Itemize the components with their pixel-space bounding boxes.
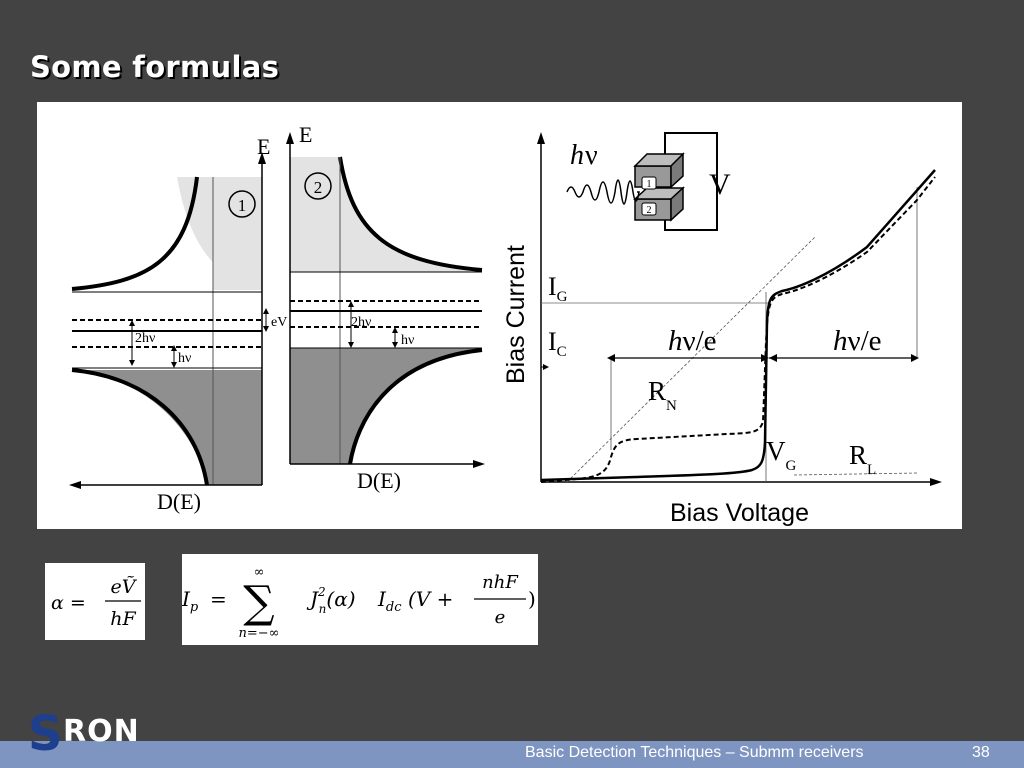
photon-label-nu: ν [585,140,598,171]
alpha-formula-lhs: α = [51,592,86,614]
voltage-label: V [709,168,731,201]
label-hv-right: hν [401,333,414,348]
idc-term: Idc [377,587,402,615]
paren-open: (V + [408,587,453,611]
region-2-label: 2 [314,178,323,197]
label-ev: eV [271,315,287,330]
photon-wave-icon [566,179,640,205]
alpha-formula: α = eṼ hF [45,563,145,640]
iv-curve-panel: 1 2 V h ν Bias Current Bias Voltage IG I… [502,132,942,527]
ic-label: IC [548,327,567,360]
footer-bar [0,741,1024,768]
junction-1-label: 1 [647,179,652,190]
dos-axis-label-left: D(E) [157,489,201,514]
page-number: 38 [972,744,990,761]
sis-diagram-figure: 1 E 2hν hν D(E) eV [37,102,962,529]
slide-title: Some formulas [30,50,280,84]
junction-2-label: 2 [647,205,652,216]
y-axis-label: Bias Current [502,245,530,384]
energy-axis-label-left: E [257,134,270,159]
photon-label-h: h [570,140,584,171]
footer-title: Basic Detection Techniques – Submm recei… [525,744,864,761]
x-axis-label: Bias Voltage [670,499,809,527]
band-diagram-right: 2 E 2hν hν D(E) [286,122,485,493]
junction-icon: 1 2 V [633,132,731,231]
label-hv-left: hν [178,351,191,366]
ig-label: IG [548,272,568,305]
region-1-label: 1 [238,196,247,215]
sron-logo: S RON [28,702,168,758]
label-2hv-left: 2hν [135,331,155,346]
energy-axis-label-right: E [299,122,312,147]
fraction-denominator: e [495,607,506,628]
band-diagram-left: 1 E 2hν hν D(E) [69,134,270,514]
ip-formula-lhs: Ip [182,587,199,615]
dos-axis-label-right: D(E) [357,468,401,493]
rn-label: RN [648,376,677,414]
ev-bias-marker: eV [263,308,287,332]
alpha-formula-denominator: hF [110,608,136,630]
paren-close: ) [528,587,536,611]
sum-symbol: ∑ [243,577,274,628]
rl-label: RL [849,440,876,478]
logo-text: RON [63,714,140,749]
fraction-numerator: nhF [482,572,519,593]
step-label-right: hν/e [833,325,882,357]
vg-label: VG [766,436,797,474]
step-label-left: hν/e [668,325,717,357]
ip-formula-equals: = [210,587,227,611]
alpha-formula-numerator: eṼ [111,576,138,598]
sum-lower-limit: n=−∞ [239,626,280,641]
logo-initial: S [28,706,63,758]
sum-upper-limit: ∞ [254,565,265,580]
label-2hv-right: 2hν [351,315,371,330]
